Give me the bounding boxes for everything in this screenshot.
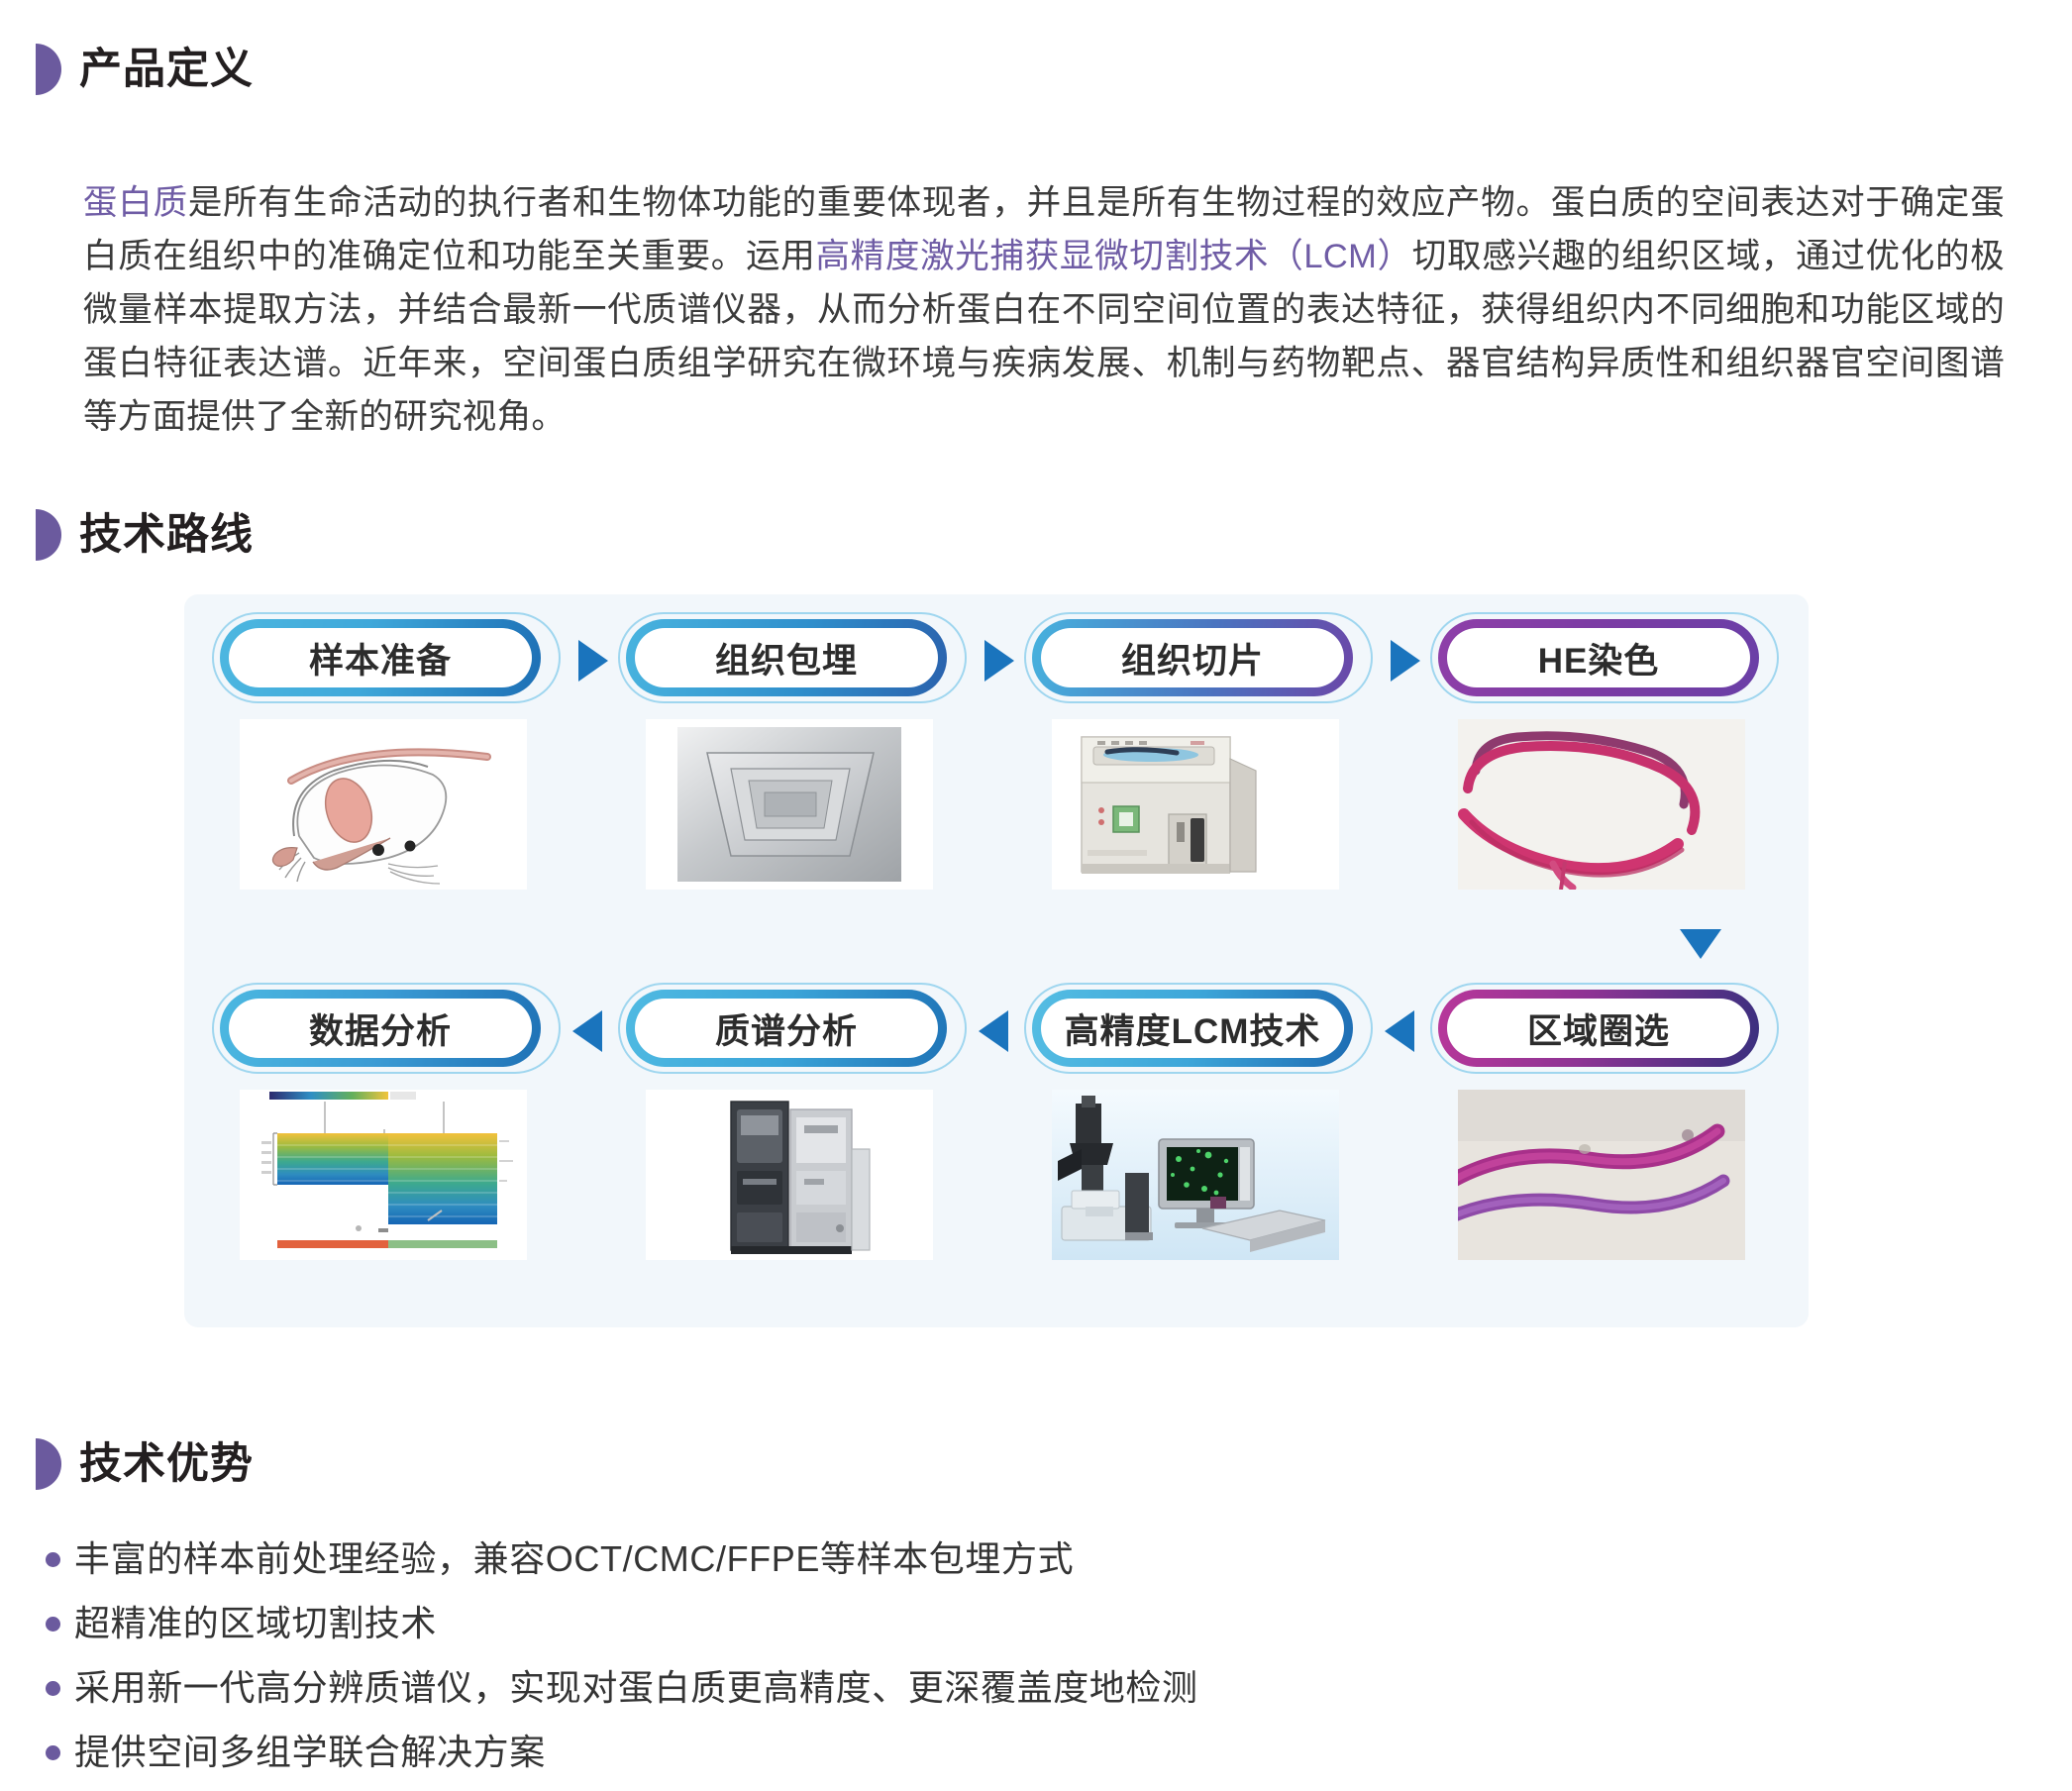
advantage-text: 提供空间多组学联合解决方案	[74, 1732, 546, 1772]
pill-gradient-ring: 组织切片	[1032, 619, 1353, 696]
section-title-definition: 产品定义	[79, 45, 254, 93]
pill-outer-ring	[618, 612, 967, 703]
pill-inner: 组织切片	[1041, 628, 1344, 687]
pill-outer-ring	[1024, 983, 1373, 1074]
pill-inner: 质谱分析	[635, 999, 938, 1058]
bullet-dot-icon	[46, 1681, 60, 1696]
flow-step-image-lab-mouse	[240, 719, 527, 890]
flow-step-pill[interactable]: 数据分析	[212, 983, 561, 1074]
section-title-advantage: 技术优势	[79, 1439, 254, 1488]
section-heading-advantage: 技术优势	[36, 1438, 254, 1490]
intro-highlight-protein: 蛋白质	[83, 184, 188, 222]
flow-step-label: 样本准备	[308, 641, 452, 681]
pill-gradient-ring: 组织包埋	[626, 619, 947, 696]
flow-arrow-left-icon	[979, 1010, 1008, 1052]
flow-step-image-lcm-microscope	[1052, 1090, 1339, 1260]
flow-arrow-right-icon	[1391, 640, 1420, 682]
flow-step-image-cryostat	[1052, 719, 1339, 890]
flow-step-pill[interactable]: 高精度LCM技术	[1024, 983, 1373, 1074]
bullet-dot-icon	[46, 1745, 60, 1760]
pill-inner: 组织包埋	[635, 628, 938, 687]
pill-inner: 区域圈选	[1447, 999, 1750, 1058]
flow-arrow-right-icon	[578, 640, 608, 682]
pill-gradient-ring: 质谱分析	[626, 990, 947, 1067]
list-item: 采用新一代高分辨质谱仪，实现对蛋白质更高精度、更深覆盖度地检测	[46, 1662, 1828, 1714]
intro-text-segment-1: 是所有生命活动的执行者和生物体功能的重要体现者，并且是所有生物过程的效应产物。蛋…	[83, 184, 2006, 275]
flow-step-he-staining[interactable]: HE染色	[1402, 612, 1809, 939]
bullet-dot-icon	[46, 1552, 60, 1567]
pill-outer-ring	[212, 983, 561, 1074]
flow-step-image-region-selection	[1458, 1090, 1745, 1260]
flow-arrow-down-icon	[1680, 929, 1721, 959]
flow-step-label: 区域圈选	[1526, 1011, 1670, 1051]
flow-step-label: 质谱分析	[714, 1011, 858, 1051]
flow-step-image-he-tissue	[1458, 719, 1745, 890]
flow-step-pill[interactable]: 组织切片	[1024, 612, 1373, 703]
pill-outer-ring	[212, 612, 561, 703]
flow-step-sample-prep[interactable]: 样本准备	[184, 612, 608, 939]
pill-inner: 数据分析	[229, 999, 532, 1058]
heading-marker-icon	[36, 509, 61, 561]
flow-step-tissue-section[interactable]: 组织切片	[996, 612, 1420, 939]
intro-text-segment-2: 切取感兴趣的组织区域，通过优化的极微量样本提取方法，并结合最新一代质谱仪器，从而…	[83, 238, 2005, 436]
pill-inner: HE染色	[1447, 628, 1750, 687]
advantages-list: 丰富的样本前处理经验，兼容OCT/CMC/FFPE等样本包埋方式 超精准的区域切…	[46, 1533, 1828, 1791]
section-heading-definition: 产品定义	[36, 44, 254, 95]
pill-gradient-ring: 样本准备	[220, 619, 541, 696]
flow-step-pill[interactable]: HE染色	[1430, 612, 1779, 703]
pill-outer-ring	[618, 983, 967, 1074]
flow-step-data-analysis[interactable]: 数据分析	[184, 983, 590, 1310]
pill-inner: 样本准备	[229, 628, 532, 687]
flow-step-image-heatmap	[240, 1090, 527, 1260]
flow-arrow-right-icon	[984, 640, 1014, 682]
section-heading-route: 技术路线	[36, 509, 254, 561]
list-item: 超精准的区域切割技术	[46, 1598, 1828, 1649]
flow-step-label: 组织切片	[1120, 641, 1264, 681]
flow-row-bottom: 数据分析	[184, 983, 1809, 1310]
advantage-text: 超精准的区域切割技术	[74, 1603, 438, 1643]
flow-arrow-left-icon	[572, 1010, 602, 1052]
flow-arrow-left-icon	[1385, 1010, 1414, 1052]
flow-step-mass-spectrometry[interactable]: 质谱分析	[572, 983, 996, 1310]
heading-marker-icon	[36, 44, 61, 95]
pill-gradient-ring: 数据分析	[220, 990, 541, 1067]
flow-step-pill[interactable]: 样本准备	[212, 612, 561, 703]
list-item: 丰富的样本前处理经验，兼容OCT/CMC/FFPE等样本包埋方式	[46, 1533, 1828, 1585]
list-item: 提供空间多组学联合解决方案	[46, 1727, 1828, 1778]
pill-outer-ring	[1430, 983, 1779, 1074]
pill-inner: 高精度LCM技术	[1041, 999, 1344, 1058]
flow-step-label: 组织包埋	[714, 641, 858, 681]
pill-outer-ring	[1024, 612, 1373, 703]
flow-step-label: 高精度LCM技术	[1064, 1011, 1321, 1051]
intro-highlight-lcm: 高精度激光捕获显微切割技术（LCM）	[815, 238, 1412, 275]
flow-step-label: 数据分析	[308, 1011, 452, 1051]
flow-step-label: HE染色	[1537, 641, 1660, 681]
pill-outer-ring	[1430, 612, 1779, 703]
flow-step-pill[interactable]: 区域圈选	[1430, 983, 1779, 1074]
flow-step-pill[interactable]: 质谱分析	[618, 983, 967, 1074]
pill-gradient-ring: 高精度LCM技术	[1032, 990, 1353, 1067]
intro-paragraph: 蛋白质是所有生命活动的执行者和生物体功能的重要体现者，并且是所有生物过程的效应产…	[83, 176, 2005, 444]
pill-gradient-ring: HE染色	[1438, 619, 1759, 696]
section-title-route: 技术路线	[79, 510, 254, 559]
heading-marker-icon	[36, 1438, 61, 1490]
flow-step-tissue-embedding[interactable]: 组织包埋	[590, 612, 1014, 939]
flow-step-image-mass-spectrometer	[646, 1090, 933, 1260]
technology-route-diagram: 样本准备	[184, 594, 1809, 1327]
advantage-text: 采用新一代高分辨质谱仪，实现对蛋白质更高精度、更深覆盖度地检测	[74, 1667, 1198, 1708]
pill-gradient-ring: 区域圈选	[1438, 990, 1759, 1067]
advantage-text: 丰富的样本前处理经验，兼容OCT/CMC/FFPE等样本包埋方式	[74, 1538, 1075, 1579]
flow-step-pill[interactable]: 组织包埋	[618, 612, 967, 703]
flow-row-top: 样本准备	[184, 612, 1809, 939]
flow-step-region-selection[interactable]: 区域圈选	[1385, 983, 1809, 1310]
flow-step-image-embedding-mold	[646, 719, 933, 890]
bullet-dot-icon	[46, 1617, 60, 1632]
flow-step-lcm-technology[interactable]: 高精度LCM技术	[979, 983, 1402, 1310]
